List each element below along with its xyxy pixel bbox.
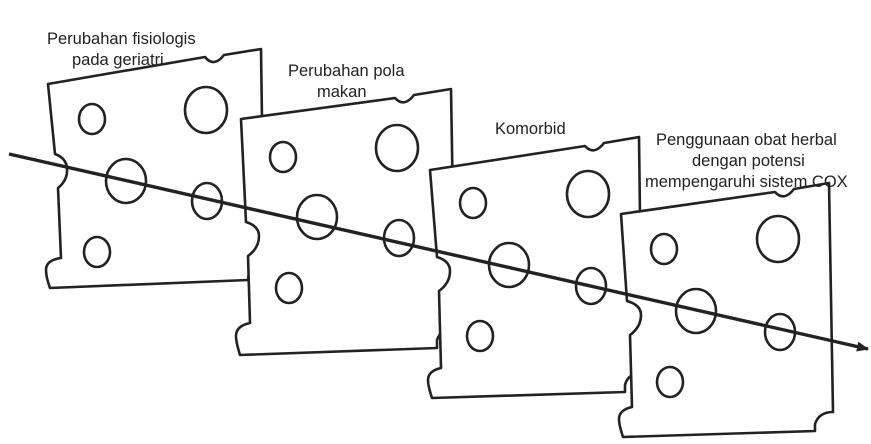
layer-4-label: Penggunaan obat herbal dengan potensi me…	[645, 131, 848, 191]
cheese-hole	[649, 232, 679, 266]
layer-2-label: Perubahan pola makan	[288, 62, 409, 101]
cheese-slice-2	[234, 87, 457, 357]
layer-3-label: Komorbid	[495, 120, 566, 138]
label-line: dengan potensi	[692, 152, 805, 170]
cheese-layer-1: Perubahan fisiologis pada geriatri	[44, 30, 266, 290]
cheese-hole	[295, 193, 339, 241]
cheese-hole	[382, 218, 416, 258]
layer-1-label: Perubahan fisiologis pada geriatri	[47, 30, 200, 69]
cheese-hole	[274, 271, 304, 305]
cheese-slice-3	[426, 135, 644, 400]
trajectory-arrow	[8, 152, 869, 352]
cheese-hole	[77, 102, 107, 136]
cheese-layer-3: Komorbid	[426, 120, 644, 400]
cheese-hole	[487, 241, 531, 289]
label-line: pada geriatri	[72, 51, 164, 69]
cheese-hole	[458, 186, 488, 220]
label-line: mempengaruhi sistem COX	[645, 173, 848, 191]
label-line: Komorbid	[495, 120, 566, 138]
label-line: makan	[317, 83, 367, 101]
label-line: Penggunaan obat herbal	[656, 131, 837, 149]
cheese-hole	[755, 214, 801, 264]
cheese-hole	[465, 319, 495, 353]
label-line: Perubahan pola	[288, 62, 405, 80]
cheese-layer-4: Penggunaan obat herbal dengan potensi me…	[617, 131, 848, 439]
cheese-hole	[82, 235, 112, 269]
cheese-hole	[183, 85, 229, 135]
cheese-hole	[268, 140, 298, 174]
cheese-slice-4	[617, 181, 835, 439]
cheese-layer-2: Perubahan pola makan	[234, 62, 457, 357]
label-line: Perubahan fisiologis	[47, 30, 196, 48]
cheese-hole	[655, 365, 685, 399]
cheese-hole	[374, 123, 420, 173]
cheese-hole	[565, 169, 611, 219]
